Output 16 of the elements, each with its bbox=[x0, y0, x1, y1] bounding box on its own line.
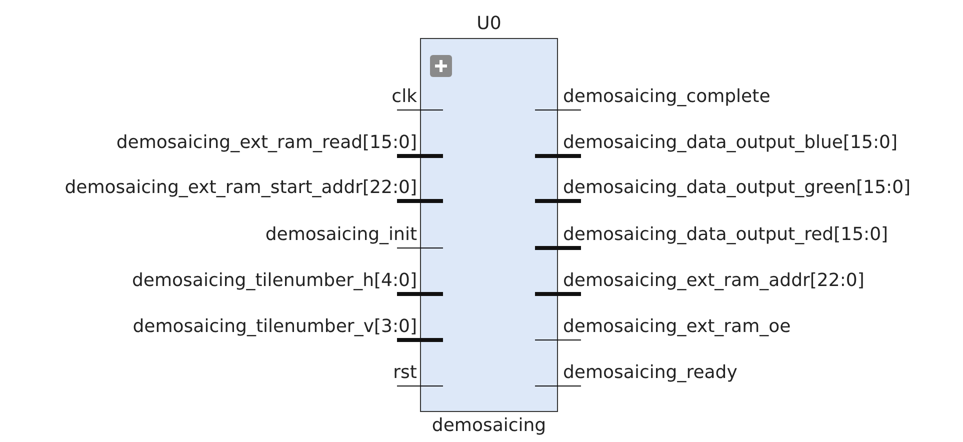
pin-name: demosaicing_ready bbox=[563, 362, 738, 384]
pin-name: demosaicing_complete bbox=[563, 86, 770, 108]
pin-name: demosaicing_init bbox=[265, 224, 417, 246]
pin-name: demosaicing_ext_ram_addr[22:0] bbox=[563, 270, 864, 292]
pin-name: demosaicing_data_output_red[15:0] bbox=[563, 224, 888, 246]
pin-name: demosaicing_data_output_blue[15:0] bbox=[563, 132, 898, 154]
pin-name: demosaicing_ext_ram_read[15:0] bbox=[116, 132, 417, 154]
pin-name: demosaicing_tilenumber_h[4:0] bbox=[132, 270, 417, 292]
pin-name: clk bbox=[392, 86, 417, 108]
pin-name: demosaicing_data_output_green[15:0] bbox=[563, 177, 911, 199]
pin-name: demosaicing_ext_ram_start_addr[22:0] bbox=[64, 177, 417, 199]
pin-name: demosaicing_tilenumber_v[3:0] bbox=[132, 316, 417, 338]
instance-label: U0 bbox=[476, 13, 502, 35]
pin-name: demosaicing_ext_ram_oe bbox=[563, 316, 791, 338]
module-name: demosaicing bbox=[432, 415, 546, 437]
pin-name: rst bbox=[393, 362, 417, 384]
